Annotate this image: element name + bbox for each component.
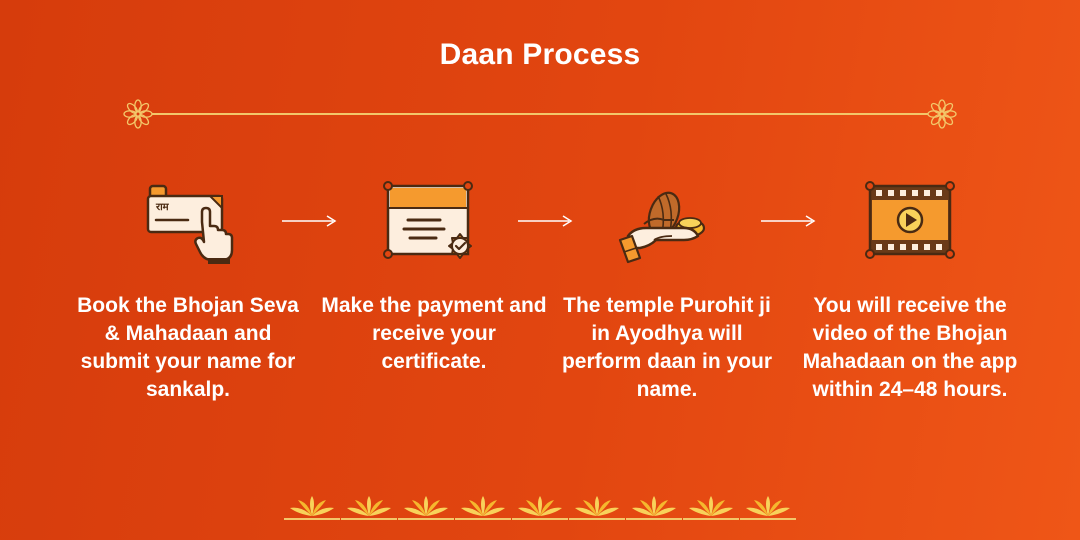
scroll-form-icon: राम xyxy=(146,184,234,264)
arrow-right-icon xyxy=(518,215,573,227)
step-4-text: You will receive the video of the Bhojan… xyxy=(802,294,1018,401)
step-2-text: Make the payment and receive your certif… xyxy=(321,294,547,373)
lotus-border-icon xyxy=(284,496,796,520)
page-title: Daan Process xyxy=(439,38,641,71)
rosette-left-icon xyxy=(123,99,153,129)
divider-line xyxy=(152,113,928,115)
certificate-icon xyxy=(383,181,473,259)
step-1-text: Book the Bhojan Seva & Mahadaan and subm… xyxy=(77,294,299,401)
header-divider xyxy=(122,98,958,130)
step-3-text: The temple Purohit ji in Ayodhya will pe… xyxy=(561,294,773,401)
video-frame-icon xyxy=(865,181,955,259)
scroll-label: राम xyxy=(155,202,170,213)
offering-hand-icon xyxy=(618,191,706,264)
rosette-right-icon xyxy=(927,99,957,129)
arrow-right-icon xyxy=(761,215,816,227)
arrow-right-icon xyxy=(282,215,337,227)
